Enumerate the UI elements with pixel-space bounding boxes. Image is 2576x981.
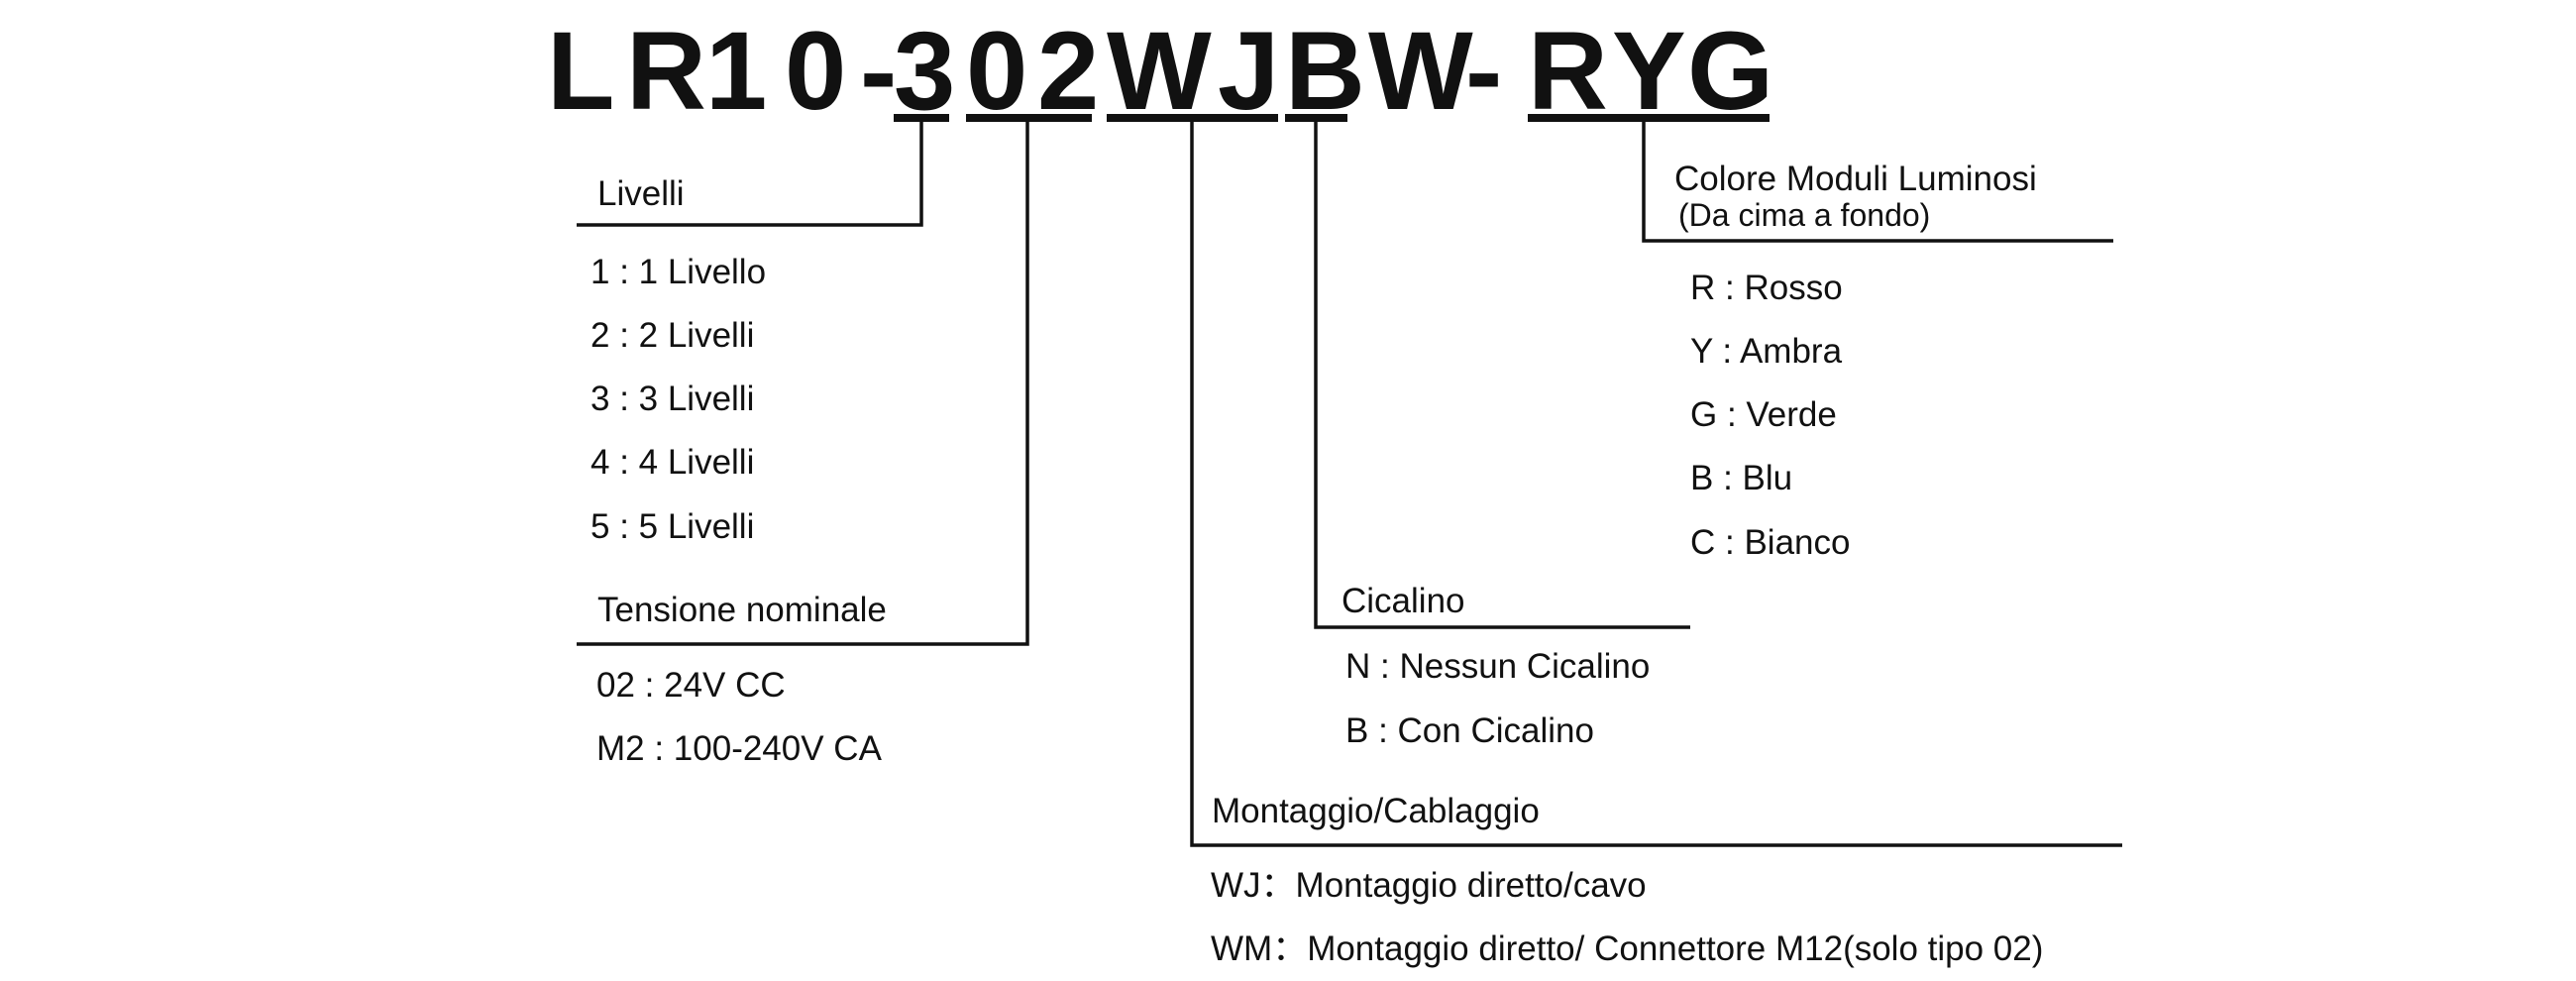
code-char: B: [1285, 9, 1365, 133]
voltage-option: 02 : 24V CC: [596, 666, 786, 705]
code-char: 2: [1037, 9, 1099, 133]
code-char: W: [1107, 9, 1212, 133]
group-buzzer: Cicalino N : Nessun Cicalino B : Con Cic…: [1342, 582, 1650, 750]
connector-mounting: [1190, 122, 2122, 847]
code-char: G: [1687, 9, 1773, 133]
group-levels: Livelli 1 : 1 Livello 2 : 2 Livelli 3 : …: [590, 174, 766, 546]
colors-option: G : Verde: [1690, 395, 1837, 434]
code-char: -: [860, 9, 897, 133]
code-char: 3: [894, 9, 955, 133]
connector-colors: [1642, 122, 2113, 243]
colors-option: R : Rosso: [1690, 269, 1843, 307]
connector-levels: [577, 122, 923, 227]
code-char: 0: [966, 9, 1027, 133]
levels-option: 5 : 5 Livelli: [590, 507, 754, 546]
connector-buzzer: [1314, 122, 1690, 629]
connector-voltage: [577, 122, 1029, 646]
levels-option: 2 : 2 Livelli: [590, 316, 754, 355]
connector-lines: [577, 122, 2122, 847]
code-char: R: [1528, 9, 1608, 133]
mounting-option: WJ：Montaggio diretto/cavo: [1211, 866, 1647, 905]
colors-option: Y : Ambra: [1690, 332, 1843, 371]
voltage-heading: Tensione nominale: [597, 591, 887, 629]
model-code: L R 1 0 - 3 0 2 W J B W - R Y G: [547, 9, 1773, 133]
group-mounting: Montaggio/Cablaggio WJ：Montaggio diretto…: [1211, 792, 2043, 968]
code-char: 0: [785, 9, 846, 133]
levels-option: 3 : 3 Livelli: [590, 380, 754, 418]
code-char: W: [1368, 9, 1473, 133]
levels-heading: Livelli: [597, 174, 685, 213]
buzzer-option: N : Nessun Cicalino: [1345, 647, 1650, 686]
levels-option: 4 : 4 Livelli: [590, 443, 754, 482]
code-char: Y: [1612, 9, 1686, 133]
code-char: -: [1465, 9, 1502, 133]
buzzer-option: B : Con Cicalino: [1345, 711, 1594, 750]
buzzer-heading: Cicalino: [1342, 582, 1465, 620]
mounting-option: WM：Montaggio diretto/ Connettore M12(sol…: [1211, 929, 2043, 968]
voltage-option: M2 : 100-240V CA: [596, 729, 883, 768]
mounting-heading: Montaggio/Cablaggio: [1212, 792, 1540, 830]
code-char: J: [1218, 9, 1279, 133]
colors-option: C : Bianco: [1690, 523, 1850, 562]
group-colors: Colore Moduli Luminosi (Da cima a fondo)…: [1674, 160, 2037, 562]
group-voltage: Tensione nominale 02 : 24V CC M2 : 100-2…: [596, 591, 887, 768]
levels-option: 1 : 1 Livello: [590, 253, 766, 291]
code-char: R: [626, 9, 706, 133]
code-char: L: [547, 9, 614, 133]
colors-option: B : Blu: [1690, 459, 1792, 497]
colors-subheading: (Da cima a fondo): [1678, 197, 1930, 233]
code-char: 1: [705, 9, 767, 133]
colors-heading: Colore Moduli Luminosi: [1674, 160, 2037, 198]
